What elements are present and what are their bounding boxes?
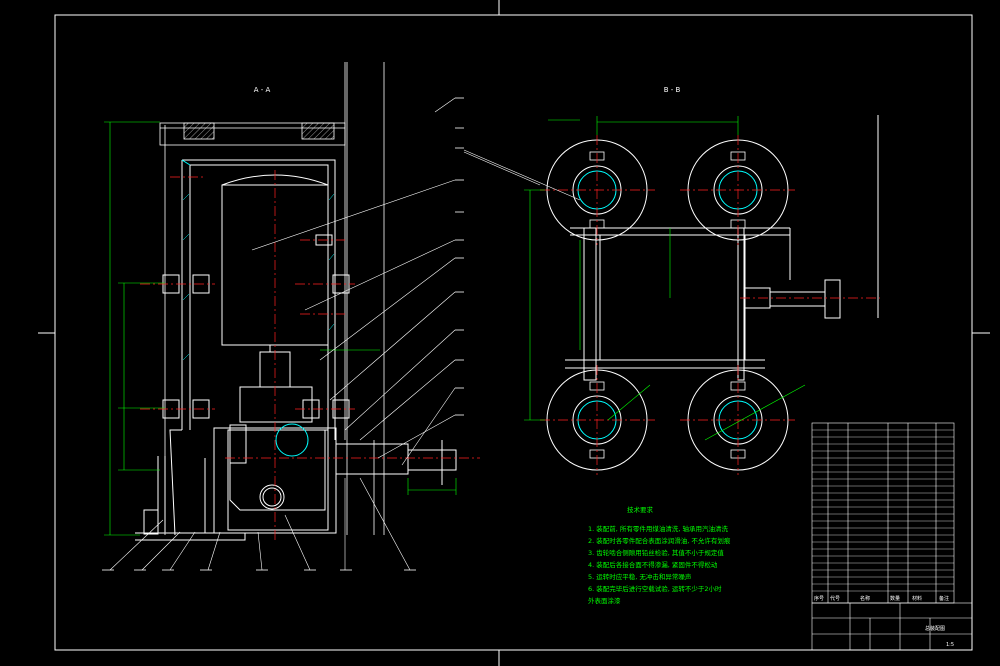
drawing-scale: 1:5 <box>946 642 954 648</box>
notes-line-5: 5. 运转时应平稳, 无冲击和异常噪声 <box>588 572 692 581</box>
technical-notes: 技术要求 1. 装配前, 所有零件用煤油清洗, 轴承用汽油清洗 2. 装配时各零… <box>588 505 731 605</box>
drawing-title: 总装配图 <box>925 625 945 632</box>
bolt-blocks <box>162 234 350 419</box>
view-title-right: B - B <box>664 86 681 94</box>
right-view <box>463 115 880 475</box>
left-dimensions <box>104 121 457 536</box>
title-block-header: 序号 代号 名称 数量 材料 备注 总装配图 1:5 <box>814 595 954 648</box>
notes-line-2: 2. 装配时各零件配合表面涂润滑油, 不允许有划痕 <box>588 536 731 545</box>
header-cell-4: 材料 <box>912 595 922 602</box>
notes-line-1: 1. 装配前, 所有零件用煤油清洗, 轴承用汽油清洗 <box>588 524 729 533</box>
title-block <box>811 422 973 651</box>
left-centerlines <box>140 170 480 540</box>
notes-line-6: 6. 装配完毕后进行空载试验, 运转不少于2小时 <box>588 584 722 593</box>
actuator <box>744 115 879 319</box>
header-cell-3: 数量 <box>890 595 900 602</box>
right-dimensions <box>524 116 806 441</box>
left-leaders <box>109 97 456 571</box>
left-section-view <box>102 62 480 571</box>
header-cell-5: 备注 <box>939 595 949 602</box>
header-cell-2: 名称 <box>860 595 870 602</box>
notes-line-3: 3. 齿轮啮合侧隙用铅丝检验, 其值不小于规定值 <box>588 548 724 557</box>
right-centerlines <box>540 135 880 475</box>
right-frame <box>565 227 790 381</box>
notes-line-7: 外表面涂漆 <box>588 596 621 605</box>
parts-list-rows <box>812 429 954 592</box>
header-cell-1: 代号 <box>830 595 840 602</box>
housing <box>169 159 336 536</box>
notes-line-4: 4. 装配后各接合面不得渗漏, 紧固件不得松动 <box>588 560 718 569</box>
header-cell-0: 序号 <box>814 595 824 602</box>
sheet-frame <box>38 0 990 666</box>
gearbox <box>213 423 457 534</box>
top-beam <box>159 122 346 146</box>
view-title-left: A - A <box>254 86 271 94</box>
notes-title: 技术要求 <box>627 505 654 514</box>
